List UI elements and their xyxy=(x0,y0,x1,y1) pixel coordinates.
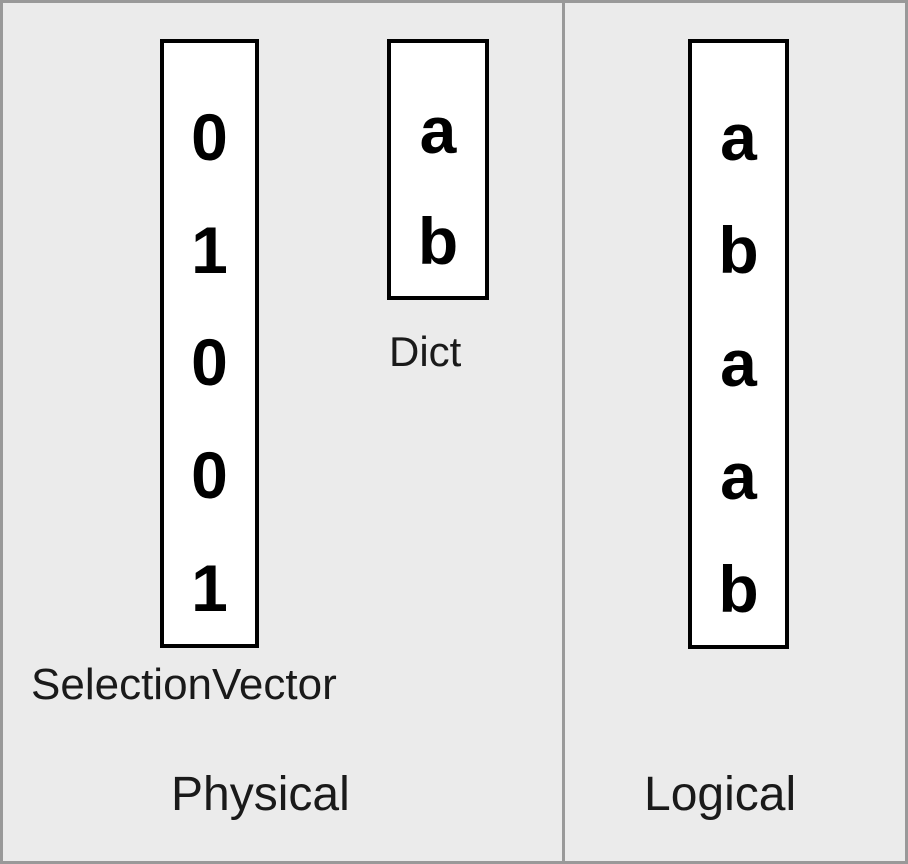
logical-vector-box: a b a a b xyxy=(688,39,789,649)
dict-box: a b xyxy=(387,39,489,300)
selection-vector-cell: 0 xyxy=(191,438,228,513)
panel-logical-label: Logical xyxy=(644,768,797,821)
selection-vector-cell: 0 xyxy=(191,100,228,175)
panel-physical: 0 1 0 0 1 SelectionVector a b Dict Physi… xyxy=(3,3,563,861)
logical-vector-cell: a xyxy=(720,325,757,400)
dict-label: Dict xyxy=(389,328,462,375)
panel-divider xyxy=(562,3,565,861)
logical-vector-cell: a xyxy=(720,438,757,513)
logical-vector-cell: a xyxy=(720,100,757,175)
selection-vector-cell: 1 xyxy=(191,212,228,287)
logical-vector-cell: b xyxy=(718,213,759,288)
selection-vector-label: SelectionVector xyxy=(31,660,337,709)
dict-cell: a xyxy=(419,93,457,168)
selection-vector-box: 0 1 0 0 1 xyxy=(160,39,259,648)
selection-vector-cell: 1 xyxy=(191,550,228,625)
panel-logical: a b a a b Logical xyxy=(566,3,905,861)
logical-vector-cell: b xyxy=(718,551,759,626)
selection-vector-cell: 0 xyxy=(191,325,228,400)
dict-cell: b xyxy=(417,203,459,278)
panel-physical-label: Physical xyxy=(171,768,350,821)
